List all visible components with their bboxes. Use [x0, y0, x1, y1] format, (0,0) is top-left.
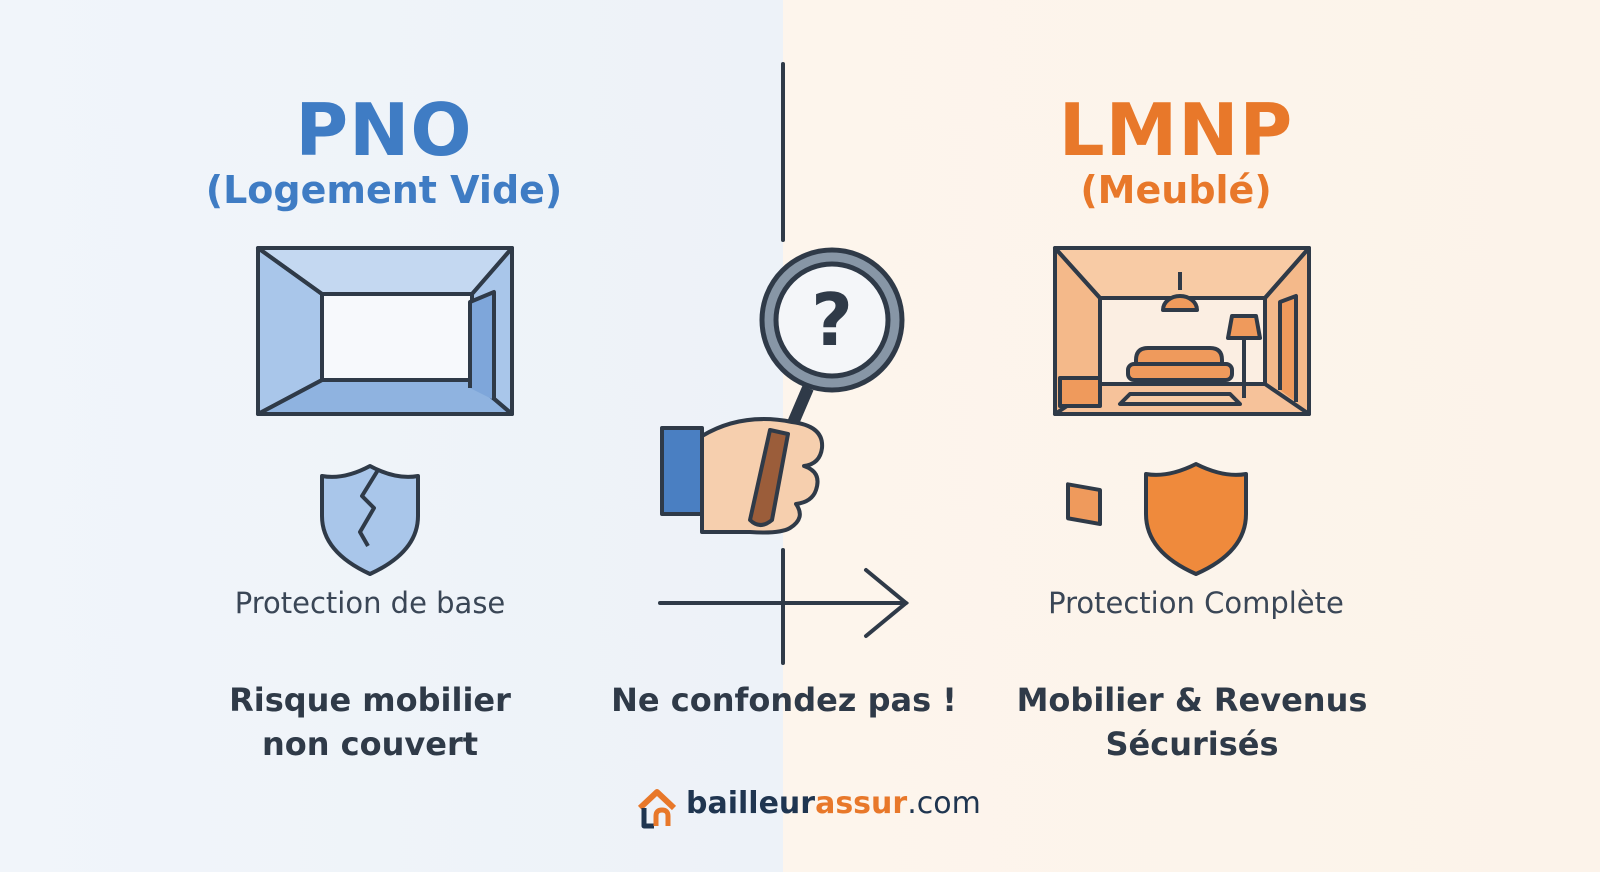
lmnp-subtitle: (Meublé) [1080, 168, 1272, 212]
pno-result: Risque mobilier non couvert [229, 678, 511, 766]
left-panel-background [0, 0, 783, 872]
brand-logo[interactable]: bailleurassur.com [638, 786, 981, 821]
hand-icon [660, 417, 825, 535]
logo-part-assur: assur [815, 786, 908, 821]
lmnp-title: LMNP [1058, 88, 1294, 172]
logo-part-bailleur: bailleur [686, 786, 816, 821]
right-panel-background [783, 0, 1600, 872]
pno-result-line2: non couvert [261, 725, 479, 763]
logo-part-com: .com [907, 786, 981, 821]
lmnp-result-line2: Sécurisés [1105, 725, 1279, 763]
logo-house-icon [637, 789, 677, 829]
shield-icon [1144, 462, 1248, 576]
svg-text:?: ? [811, 278, 853, 362]
lmnp-result: Mobilier & Revenus Sécurisés [1017, 678, 1368, 766]
pno-protection-label: Protection de base [234, 586, 506, 620]
furnished-room-icon [1053, 246, 1311, 526]
logo-text: bailleurassur.com [686, 786, 981, 821]
empty-room-icon [256, 246, 514, 416]
pno-subtitle: (Logement Vide) [205, 168, 563, 212]
magnifying-glass-question-icon: ? [759, 247, 905, 433]
arrow-right-icon [658, 568, 910, 638]
broken-shield-icon [320, 464, 420, 576]
lmnp-protection-label: Protection Complète [1048, 586, 1344, 620]
lmnp-result-line1: Mobilier & Revenus [1016, 681, 1368, 719]
pno-title: PNO [295, 88, 473, 172]
pno-result-line1: Risque mobilier [229, 681, 511, 719]
center-message: Ne confondez pas ! [611, 681, 957, 719]
